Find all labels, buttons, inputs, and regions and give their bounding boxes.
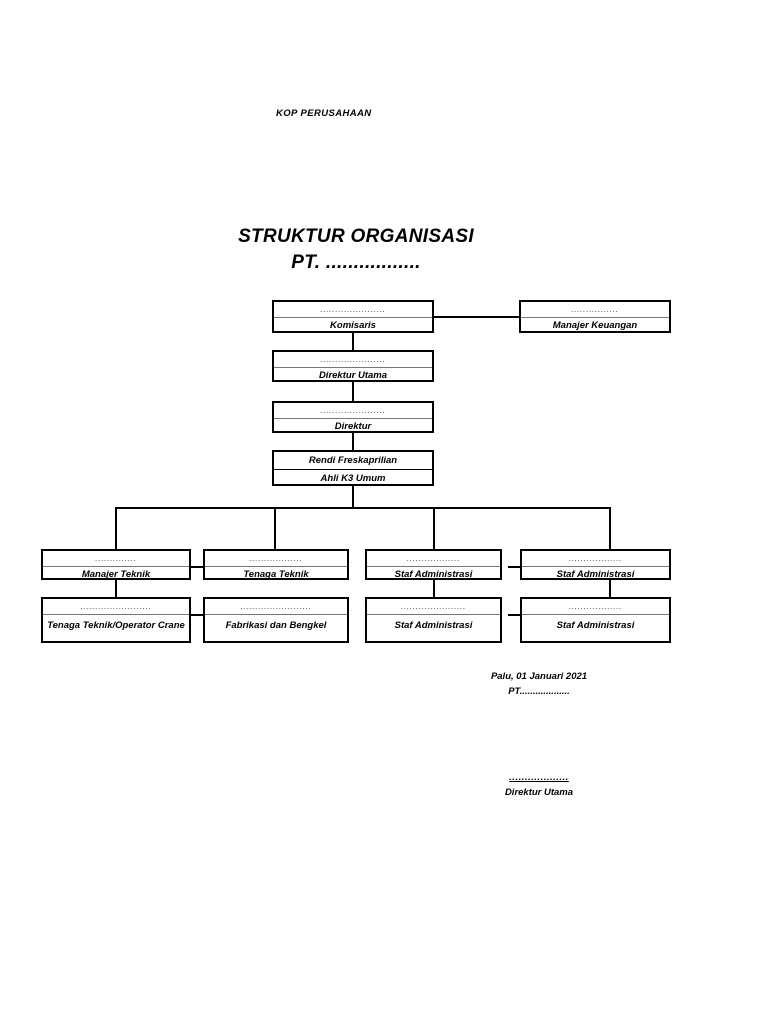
org-node-staf-administrasi-2-dots: .................. xyxy=(522,551,669,567)
org-node-tenaga-teknik[interactable]: .................. Tenaga Teknik xyxy=(203,549,349,580)
org-node-ahli-k3[interactable]: Rendi Freskaprilian Ahli K3 Umum xyxy=(272,450,434,486)
signature-name-block: ................... Direktur Utama xyxy=(432,771,646,800)
org-node-fabrikasi-bengkel-label: Fabrikasi dan Bengkel xyxy=(225,620,327,631)
org-node-direktur-utama-label: Direktur Utama xyxy=(318,370,388,381)
org-node-staf-administrasi-3[interactable]: ...................... Staf Administrasi xyxy=(365,597,502,643)
org-node-direktur-utama[interactable]: ...................... Direktur Utama xyxy=(272,350,434,382)
org-node-operator-crane-dots: ........................ xyxy=(43,599,189,615)
org-node-staf-administrasi-2-label: Staf Administrasi xyxy=(556,569,635,580)
org-node-manajer-keuangan-label: Manajer Keuangan xyxy=(552,320,638,331)
connector-komisaris-keuangan xyxy=(434,316,519,318)
signature-role: Direktur Utama xyxy=(504,787,574,798)
connector-col4-row1-row2 xyxy=(609,579,611,599)
connector-row1-pair-right xyxy=(508,566,521,568)
org-node-manajer-teknik[interactable]: .............. Manajer Teknik xyxy=(41,549,191,580)
org-node-direktur-dots: ...................... xyxy=(274,403,432,419)
connector-drop-col2 xyxy=(274,507,276,551)
org-node-staf-administrasi-3-dots: ...................... xyxy=(367,599,500,615)
org-node-direktur[interactable]: ...................... Direktur xyxy=(272,401,434,433)
org-node-ahli-k3-label: Ahli K3 Umum xyxy=(320,473,386,484)
org-node-staf-administrasi-1[interactable]: .................. Staf Administrasi xyxy=(365,549,502,580)
signature-name-line: ................... xyxy=(509,772,569,783)
connector-direktur-utama-direktur xyxy=(352,381,354,403)
connector-komisaris-direktur-utama xyxy=(352,333,354,355)
connector-bus-horizontal xyxy=(115,507,611,509)
org-node-staf-administrasi-4-dots: .................. xyxy=(522,599,669,615)
title-line-1: STRUKTUR ORGANISASI xyxy=(238,226,474,247)
signature-place-date: Palu, 01 Januari 2021 xyxy=(490,671,588,682)
org-node-fabrikasi-bengkel-dots: ........................ xyxy=(205,599,347,615)
connector-row2-pair-right xyxy=(508,614,521,616)
org-node-komisaris[interactable]: ...................... Komisaris xyxy=(272,300,434,333)
signature-place-date-block: Palu, 01 Januari 2021 PT................… xyxy=(432,669,646,699)
org-node-staf-administrasi-1-dots: .................. xyxy=(367,551,500,567)
connector-ahlik3-bus xyxy=(352,485,354,509)
connector-drop-col4 xyxy=(609,507,611,551)
org-node-direktur-label: Direktur xyxy=(334,421,372,432)
org-node-manajer-keuangan[interactable]: ................ Manajer Keuangan xyxy=(519,300,671,333)
org-node-ahli-k3-name: Rendi Freskaprilian xyxy=(274,452,432,470)
org-node-manajer-teknik-label: Manajer Teknik xyxy=(81,569,151,580)
connector-col3-row1-row2 xyxy=(433,579,435,599)
signature-company: PT................... xyxy=(508,686,570,697)
connector-drop-col3 xyxy=(433,507,435,551)
org-node-komisaris-label: Komisaris xyxy=(330,320,376,331)
org-node-operator-crane-label: Tenaga Teknik/Operator Crane xyxy=(47,620,185,631)
connector-row1-pair-left xyxy=(190,566,204,568)
connector-col1-row1-row2 xyxy=(115,579,117,599)
connector-drop-col1 xyxy=(115,507,117,551)
org-node-staf-administrasi-3-label: Staf Administrasi xyxy=(394,620,473,631)
connector-row2-pair-left xyxy=(190,614,204,616)
org-node-staf-administrasi-4[interactable]: .................. Staf Administrasi xyxy=(520,597,671,643)
page-title: STRUKTUR ORGANISASI PT. ................… xyxy=(0,224,712,276)
org-node-staf-administrasi-4-label: Staf Administrasi xyxy=(556,620,635,631)
org-node-fabrikasi-bengkel[interactable]: ........................ Fabrikasi dan B… xyxy=(203,597,349,643)
org-node-staf-administrasi-2[interactable]: .................. Staf Administrasi xyxy=(520,549,671,580)
org-node-direktur-utama-dots: ...................... xyxy=(274,352,432,368)
org-node-tenaga-teknik-dots: .................. xyxy=(205,551,347,567)
org-node-manajer-keuangan-dots: ................ xyxy=(521,302,669,318)
org-node-manajer-teknik-dots: .............. xyxy=(43,551,189,567)
letterhead-text: KOP PERUSAHAAN xyxy=(276,108,372,119)
connector-direktur-ahlik3 xyxy=(352,432,354,450)
title-line-2: PT. ................. xyxy=(291,252,421,273)
org-node-staf-administrasi-1-label: Staf Administrasi xyxy=(394,569,473,580)
org-node-komisaris-dots: ...................... xyxy=(274,302,432,318)
org-node-operator-crane[interactable]: ........................ Tenaga Teknik/O… xyxy=(41,597,191,643)
org-node-tenaga-teknik-label: Tenaga Teknik xyxy=(243,569,309,580)
